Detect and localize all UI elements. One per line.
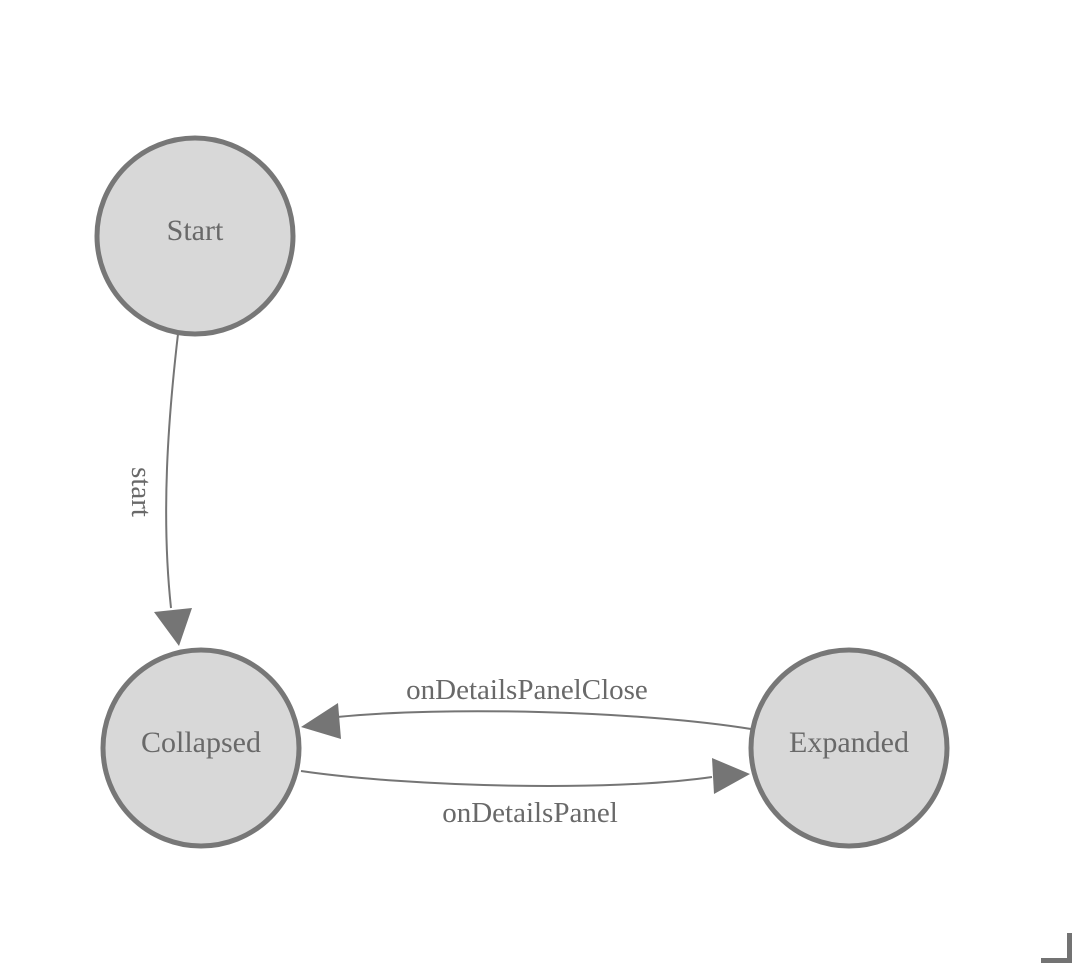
state-circle-collapsed[interactable] (100, 647, 302, 849)
edge-expanded-to-collapsed: onDetailsPanelClose (301, 674, 752, 739)
edge-start-to-collapsed: start (125, 333, 192, 646)
arrowhead-into-collapsed-from-expanded (301, 703, 341, 739)
arrowhead-into-collapsed-from-start (154, 608, 192, 646)
edge-start-curve (165, 333, 179, 609)
edge-close-curve (336, 710, 752, 730)
state-circle-expanded[interactable] (748, 647, 950, 849)
state-circle-start[interactable] (94, 135, 296, 337)
state-node-expanded[interactable]: Expanded (748, 647, 950, 849)
state-label-start: Start (167, 214, 224, 247)
edge-open-curve (300, 770, 713, 787)
state-label-collapsed: Collapsed (141, 726, 261, 759)
state-label-expanded: Expanded (789, 726, 909, 759)
edge-label-ondetailspanel[interactable]: onDetailsPanel (442, 797, 618, 829)
state-node-collapsed[interactable]: Collapsed (100, 647, 302, 849)
edge-label-start[interactable]: start (125, 467, 157, 517)
state-node-start[interactable]: Start (94, 135, 296, 337)
edge-label-ondetailspanelclose[interactable]: onDetailsPanelClose (406, 674, 648, 706)
canvas-corner-mark-icon (1041, 933, 1072, 963)
edge-collapsed-to-expanded: onDetailsPanel (300, 758, 750, 829)
arrowhead-into-expanded (712, 758, 750, 794)
